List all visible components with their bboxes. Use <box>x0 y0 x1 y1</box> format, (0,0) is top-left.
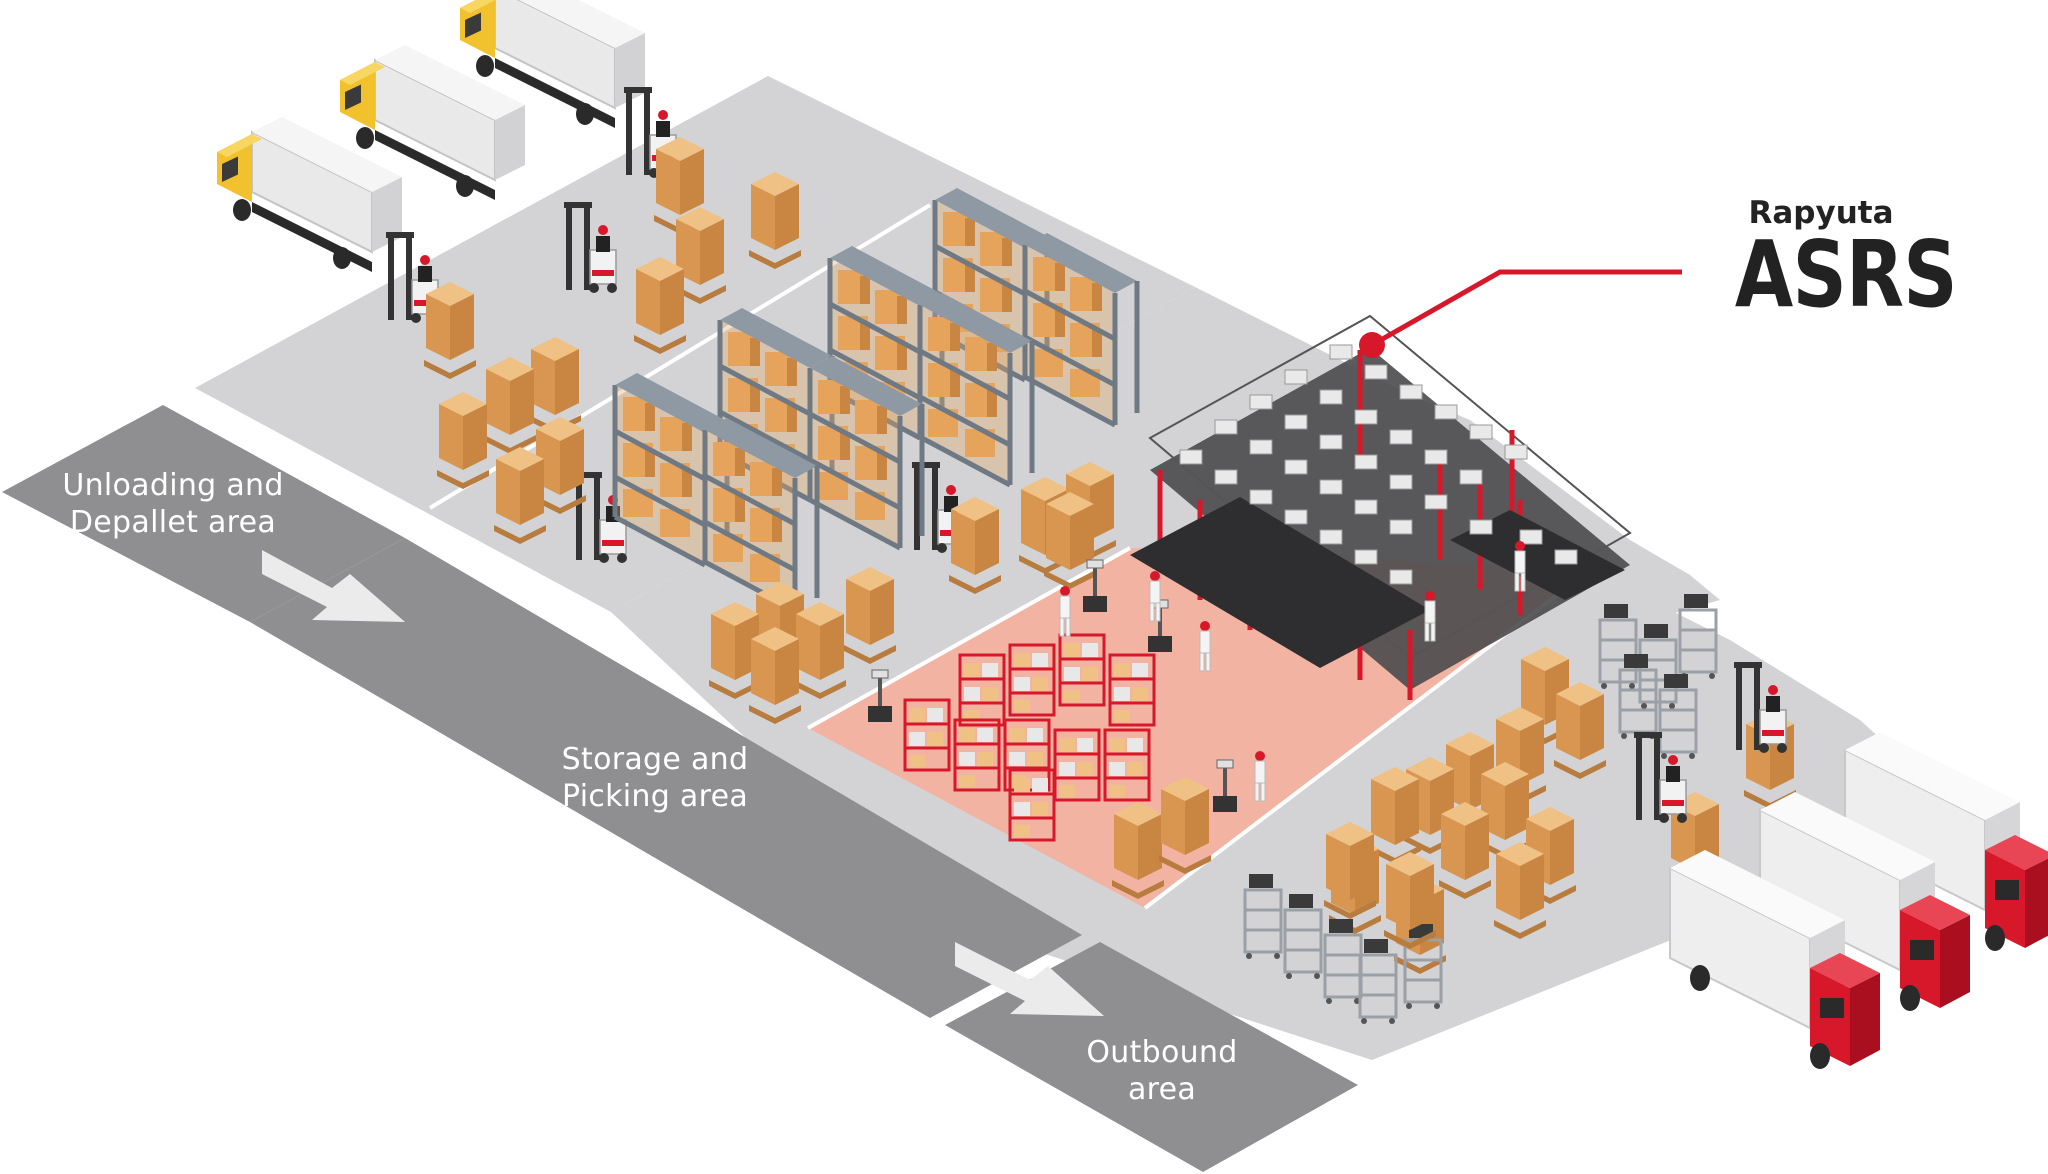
zone-label-unloading: Unloading and Depallet area <box>48 467 298 541</box>
asrs-grid-icon <box>1130 314 1632 700</box>
zone-label-line: Unloading and <box>62 468 284 503</box>
truck-icon <box>216 116 403 273</box>
band-storage <box>250 538 1082 1018</box>
zone-label-line: Storage and <box>561 742 749 777</box>
arrow-right-icon <box>955 942 1104 1016</box>
zone-label-outbound: Outbound area <box>1050 1034 1274 1108</box>
zone-label-line: Depallet area <box>69 505 277 540</box>
arrow-right-icon <box>262 550 405 622</box>
asrs-callout <box>1359 269 1682 358</box>
zone-label-line: Outbound <box>1086 1035 1238 1070</box>
brand-company: Rapyuta <box>1748 195 1894 231</box>
zone-label-line: area <box>1127 1072 1197 1107</box>
zone-label-line: Picking area <box>561 779 749 814</box>
brand-product: ASRS <box>1734 221 1958 328</box>
band-unloading <box>2 405 405 622</box>
zone-label-storage: Storage and Picking area <box>530 741 780 815</box>
brand-logo: Rapyuta ASRS <box>1716 195 1958 328</box>
